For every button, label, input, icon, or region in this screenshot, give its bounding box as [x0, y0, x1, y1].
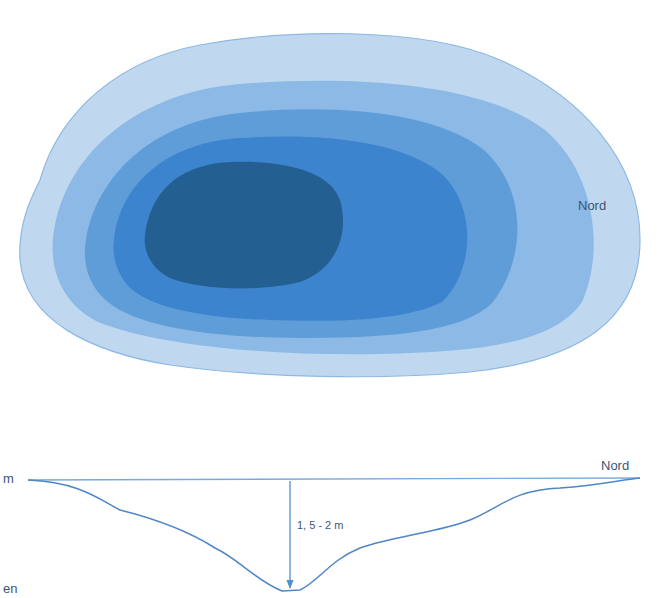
- contour-shallow: [20, 34, 640, 377]
- water-surface-line: [28, 478, 640, 480]
- contour-2: [53, 81, 594, 354]
- bottom-profile: [28, 478, 640, 591]
- compass-label: Nord: [578, 199, 606, 213]
- contour-4: [114, 137, 468, 321]
- depth-dimension: 1, 5 - 2 m: [297, 519, 343, 531]
- depth-contours: [20, 34, 640, 377]
- contour-3: [85, 109, 518, 338]
- contour-deep: [145, 162, 343, 289]
- cross-section: [28, 478, 640, 591]
- depth-arrow: [289, 481, 290, 588]
- cut-off-text: en: [3, 582, 17, 596]
- compass-label: Nord: [601, 459, 629, 473]
- cut-off-text: m: [3, 472, 14, 486]
